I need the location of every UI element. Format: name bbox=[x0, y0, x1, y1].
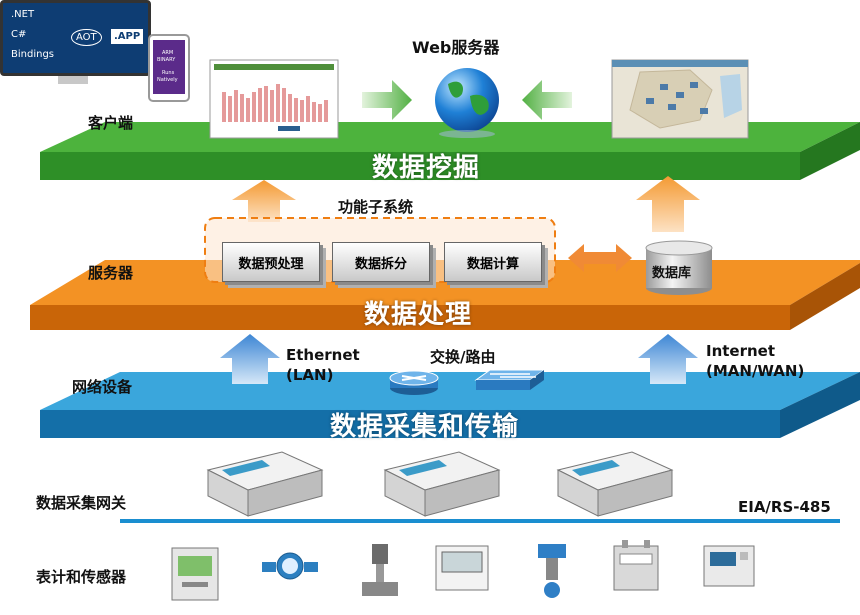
meter-icon-panel bbox=[171, 547, 219, 601]
globe-icon bbox=[435, 68, 499, 132]
orange-platform-front bbox=[30, 305, 790, 330]
gateway-layer-label: 数据采集网关 bbox=[36, 494, 127, 512]
splitting-box: 数据拆分 bbox=[332, 242, 430, 282]
thumb-line-csharp: C# bbox=[11, 29, 27, 40]
thumb-app: .APP bbox=[111, 29, 144, 44]
internet-label: Internet bbox=[706, 342, 776, 360]
map-markers bbox=[646, 82, 708, 114]
subsystem-title: 功能子系统 bbox=[338, 198, 414, 216]
orange-platform-side bbox=[790, 263, 860, 330]
database-icon bbox=[645, 240, 713, 295]
blue-platform-side bbox=[780, 372, 860, 438]
ethernet-label: Ethernet bbox=[286, 346, 360, 364]
up-arrow-blue-right bbox=[638, 334, 698, 384]
blue-platform-front bbox=[40, 410, 780, 438]
preprocessing-box: 数据预处理 bbox=[222, 242, 320, 282]
phone-text-runs: Runs bbox=[162, 70, 175, 76]
network-platform-label: 数据采集和传输 bbox=[330, 412, 520, 442]
switch-router-label: 交换/路由 bbox=[430, 348, 496, 366]
up-arrow-orange-right bbox=[636, 176, 700, 232]
lan-label: (LAN) bbox=[286, 366, 334, 384]
electromagnetic-flowmeter-icon bbox=[538, 544, 566, 598]
left-arrow-green bbox=[522, 80, 572, 120]
thumb-line-net: .NET bbox=[11, 9, 35, 20]
up-arrow-orange-left bbox=[232, 180, 296, 222]
phone-text-natively: Natively bbox=[157, 77, 178, 83]
thumb-line-bindings: Bindings bbox=[11, 49, 54, 60]
database-label: 数据库 bbox=[652, 266, 692, 281]
switch-icon bbox=[474, 369, 546, 390]
up-arrow-blue-left bbox=[220, 334, 280, 384]
double-arrow-orange bbox=[568, 244, 632, 272]
computing-box: 数据计算 bbox=[444, 242, 542, 282]
server-platform-label: 数据处理 bbox=[364, 300, 473, 330]
phone-text-binary: BINARY bbox=[157, 57, 176, 63]
gas-meter-icon bbox=[613, 540, 659, 591]
client-chart-bars bbox=[222, 84, 328, 122]
bus-label: EIA/RS-485 bbox=[738, 498, 831, 516]
server-layer-label: 服务器 bbox=[88, 264, 134, 282]
thumb-aot: AOT bbox=[71, 29, 102, 46]
controller-box-icon bbox=[703, 545, 755, 587]
flow-meter-icon bbox=[362, 544, 398, 596]
web-server-label: Web服务器 bbox=[412, 38, 500, 57]
green-platform-side bbox=[800, 122, 860, 180]
thumbnail-phone: ARM BINARY Runs Natively bbox=[148, 34, 190, 102]
sensors-layer-label: 表计和传感器 bbox=[36, 568, 127, 586]
gateway-device-1 bbox=[206, 451, 324, 517]
green-platform-front bbox=[40, 152, 800, 180]
power-meter-icon bbox=[435, 545, 489, 591]
phone-text-arm: ARM bbox=[162, 50, 174, 56]
right-arrow-green bbox=[362, 80, 412, 120]
client-layer-label: 客户端 bbox=[88, 114, 134, 132]
gateway-device-2 bbox=[383, 451, 501, 517]
gateway-device-3 bbox=[556, 451, 674, 517]
thumbnail-monitor: .NET C# Bindings AOT .APP bbox=[0, 0, 151, 76]
router-icon bbox=[389, 370, 439, 395]
monitor-stand bbox=[58, 76, 88, 84]
network-layer-label: 网络设备 bbox=[72, 378, 133, 396]
client-platform-label: 数据挖掘 bbox=[372, 153, 481, 183]
man-wan-label: (MAN/WAN) bbox=[706, 362, 805, 380]
water-meter-icon bbox=[262, 552, 318, 580]
